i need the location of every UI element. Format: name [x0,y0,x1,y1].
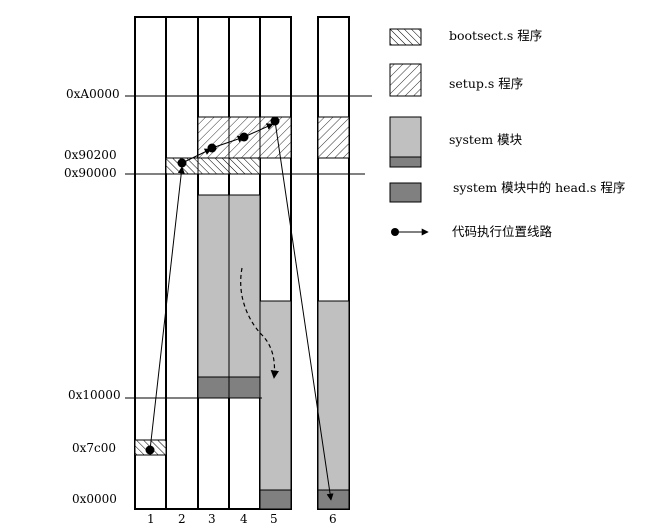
column-number-2: 2 [178,512,186,526]
setup-block-col6 [317,116,350,159]
column-number-1: 1 [147,512,155,526]
legend-head-swatch [389,182,422,203]
system-block-col3 [197,194,230,378]
column-number-5: 5 [270,512,278,526]
path-arrow-col5-to-col6 [274,120,334,501]
address-label-90200: 0x90200 [64,148,117,162]
system-move-dashed-arrow [240,267,280,379]
head-block-col4 [228,376,261,399]
legend-setup-label: setup.s 程序 [449,76,523,91]
address-label-0000: 0x0000 [72,492,117,506]
legend-system-label: system 模块 [449,132,523,147]
path-point-col2 [177,158,187,168]
path-arrow-col4-to-col5 [243,123,274,138]
legend-system-swatch [389,116,422,158]
path-arrow-col2-to-col3 [181,148,212,164]
legend-setup-swatch [389,63,422,97]
path-point-col5 [270,116,280,126]
address-label-10000: 0x10000 [68,388,121,402]
legend-bootsect-label: bootsect.s 程序 [449,28,542,43]
legend-system-head-strip [389,156,422,168]
address-label-a0000: 0xA0000 [66,87,120,101]
address-label-7c00: 0x7c00 [72,441,116,455]
bootsect-block-col3 [197,157,230,175]
path-point-col3 [207,143,217,153]
head-block-col3 [197,376,230,399]
head-block-col5 [259,489,292,510]
path-point-col4 [239,132,249,142]
column-number-3: 3 [208,512,216,526]
column-number-4: 4 [240,512,248,526]
memory-column-1 [134,16,167,510]
path-arrow-col3-to-col4 [211,135,245,149]
legend: bootsect.s 程序 setup.s 程序 system 模块 syste… [389,28,625,239]
column-number-6: 6 [329,512,337,526]
legend-bootsect-swatch [389,28,422,46]
legend-path-label: 代码执行位置线路 [452,224,553,239]
path-arrow-col1-to-col2 [149,166,185,451]
head-block-col6 [317,489,350,510]
bootsect-block-col4 [228,157,261,175]
system-block-col4 [228,194,261,378]
path-point-col1 [145,445,155,455]
system-block-col5 [259,300,292,491]
address-label-90000: 0x90000 [64,166,117,180]
system-block-col6 [317,300,350,491]
legend-head-label: system 模块中的 head.s 程序 [453,180,625,195]
